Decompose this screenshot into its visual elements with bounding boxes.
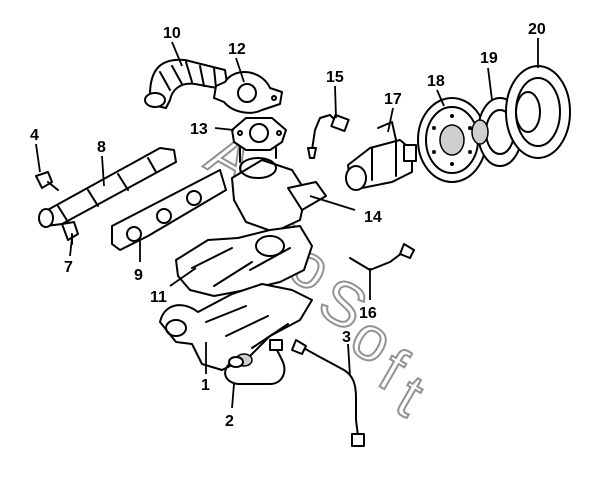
callout-9: 9 — [134, 267, 143, 284]
part-15-sensor — [307, 113, 350, 159]
leader-3 — [347, 343, 351, 377]
part-18-flywheel — [417, 97, 487, 183]
leader-19 — [487, 67, 493, 101]
callout-20: 20 — [528, 21, 546, 38]
part-9-gasket — [111, 169, 227, 251]
callout-2: 2 — [225, 413, 234, 430]
part-7-bolt — [61, 221, 79, 245]
leader-lines — [35, 38, 539, 409]
callout-18: 18 — [427, 73, 445, 90]
callout-13: 13 — [190, 121, 208, 138]
leader-4 — [35, 143, 41, 173]
callout-19: 19 — [480, 50, 498, 67]
callout-8: 8 — [97, 139, 106, 156]
leader-11 — [169, 267, 197, 287]
callout-12: 12 — [228, 41, 246, 58]
leader-7 — [69, 237, 73, 257]
leader-14 — [309, 195, 356, 211]
part-16-sensor — [349, 243, 415, 271]
part-12-elbow-housing — [213, 70, 283, 114]
leader-2 — [231, 383, 235, 409]
callout-4: 4 — [30, 127, 39, 144]
leader-10 — [171, 41, 183, 67]
callout-11: 11 — [150, 289, 167, 306]
part-8-fuel-rail — [38, 147, 177, 228]
leader-18 — [436, 89, 445, 107]
leader-8 — [101, 155, 105, 187]
callout-15: 15 — [326, 69, 344, 86]
part-13-gasket — [231, 117, 287, 151]
part-10-flexible-pipe — [144, 58, 229, 109]
part-2-egr-pipe — [224, 339, 286, 385]
callout-1: 1 — [201, 377, 210, 394]
part-11-intake-manifold — [175, 225, 313, 297]
callout-16: 16 — [359, 305, 377, 322]
leader-12 — [235, 57, 245, 83]
leader-15 — [334, 85, 337, 119]
part-17-actuator — [345, 121, 417, 191]
callout-14: 14 — [364, 209, 382, 226]
callout-labels: 10 12 13 15 17 18 19 20 4 8 7 9 11 14 16… — [30, 21, 546, 430]
part-14-throttle-body — [231, 145, 327, 233]
leader-17 — [387, 107, 394, 133]
callout-17: 17 — [384, 91, 402, 108]
leader-13 — [214, 127, 235, 131]
callout-10: 10 — [163, 25, 181, 42]
part-4-bolt — [35, 171, 59, 191]
part-3-oxygen-sensor — [291, 339, 365, 447]
callout-7: 7 — [64, 259, 73, 276]
part-20-pressure-plate — [505, 65, 571, 159]
callout-3: 3 — [342, 329, 351, 346]
